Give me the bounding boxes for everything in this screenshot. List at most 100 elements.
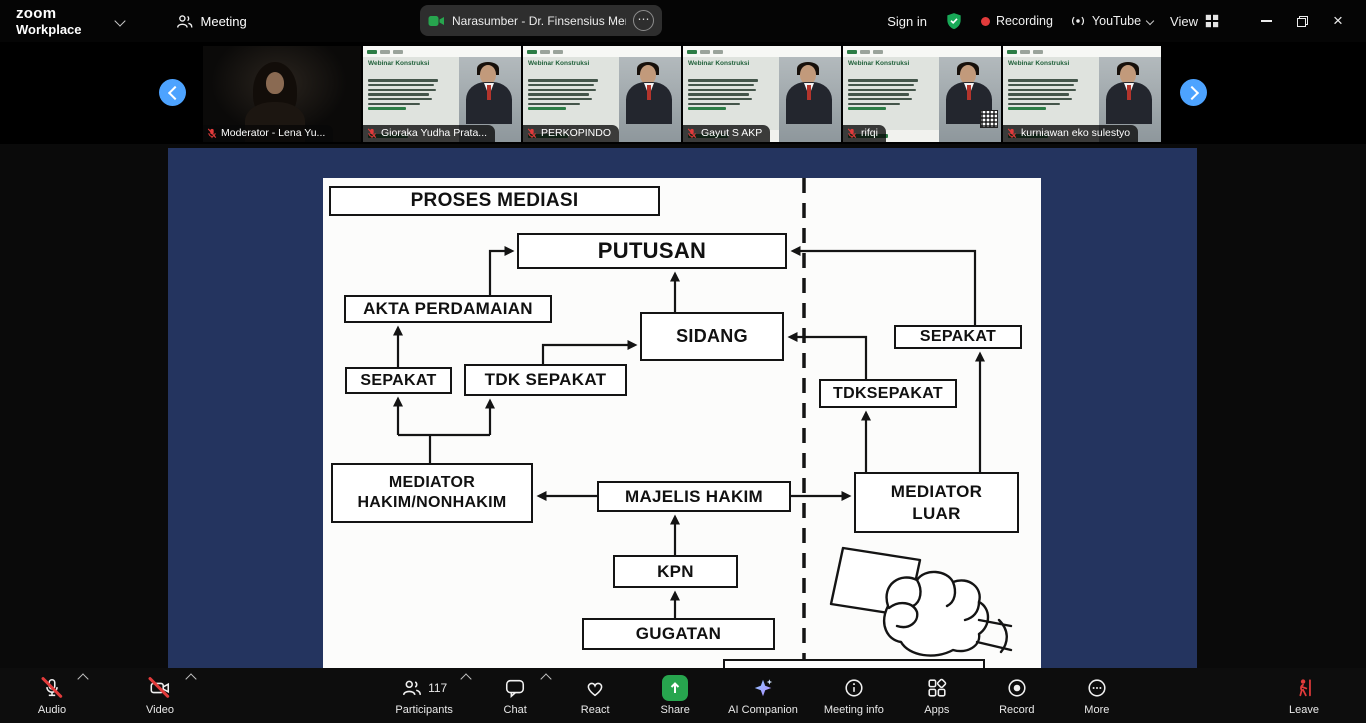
flowchart-box-putusan: PUTUSAN <box>517 233 787 269</box>
participant-nameplate: Gayut S AKP <box>683 125 771 142</box>
broadcast-icon <box>1071 16 1084 26</box>
chat-button[interactable]: Chat <box>479 668 552 723</box>
participant-name: Gioraka Yudha Prata... <box>381 127 488 140</box>
view-label: View <box>1170 13 1198 29</box>
meeting-toolbar: Audio Video <box>0 668 1366 723</box>
share-button[interactable]: Share <box>639 668 711 723</box>
youtube-label: YouTube <box>1091 14 1142 28</box>
layout-grid-icon <box>1205 14 1219 28</box>
leave-meeting-icon <box>1299 678 1311 696</box>
tab-active-meeting[interactable]: Narasumber - Dr. Finsensius Men ⋯ <box>420 5 662 36</box>
recording-label: Recording <box>995 14 1053 28</box>
participant-nameplate: Gioraka Yudha Prata... <box>363 125 496 142</box>
meeting-info-label: Meeting info <box>823 703 884 716</box>
ai-companion-button[interactable]: AI Companion <box>719 668 807 723</box>
record-label: Record <box>999 703 1035 716</box>
sign-in-link[interactable]: Sign in <box>887 13 927 29</box>
more-button[interactable]: More <box>1061 668 1133 723</box>
previous-participants-button[interactable] <box>159 79 186 106</box>
maximize-button[interactable] <box>1284 0 1320 42</box>
minimize-button[interactable] <box>1248 0 1284 42</box>
participant-tile[interactable]: Webinar Konstruksi Gayut S AKP <box>683 46 841 142</box>
video-button[interactable]: Video <box>124 668 197 723</box>
react-button[interactable]: React <box>559 668 631 723</box>
apps-button[interactable]: Apps <box>901 668 973 723</box>
record-icon <box>1008 678 1026 697</box>
participant-tile[interactable]: Moderator - Lena Yu... <box>203 46 361 142</box>
titlebar: zoom Workplace Meeting Narasumber - Dr. … <box>0 0 1366 42</box>
flowchart-box-sidang: SIDANG <box>640 312 784 361</box>
security-shield-icon[interactable] <box>944 11 964 31</box>
mic-muted-icon <box>527 128 537 139</box>
participant-tile[interactable]: Webinar Konstruksi PERKOPINDO <box>523 46 681 142</box>
flowchart-box-mediator-luar: MEDIATOR LUAR <box>854 472 1019 533</box>
recording-dot-icon <box>980 16 990 26</box>
apps-label: Apps <box>924 703 950 716</box>
flowchart-box-majelis-hakim: MAJELIS HAKIM <box>597 481 791 512</box>
leave-label: Leave <box>1289 703 1319 716</box>
apps-grid-icon <box>928 678 947 697</box>
poster-title: Webinar Konstruksi <box>688 60 750 67</box>
audio-button[interactable]: Audio <box>16 668 89 723</box>
ai-companion-label: AI Companion <box>728 703 798 716</box>
participant-nameplate: rifqi <box>843 125 886 142</box>
mediation-flowchart-page: PROSES MEDIASI PUTUSAN AKTA PERDAMAIAN S… <box>323 178 1041 668</box>
mic-muted-icon <box>367 128 377 139</box>
youtube-live-button[interactable]: YouTube <box>1070 13 1155 29</box>
participant-name: Moderator - Lena Yu... <box>221 127 326 140</box>
record-button[interactable]: Record <box>981 668 1053 723</box>
restore-icon <box>1296 15 1308 27</box>
shared-screen: PROSES MEDIASI PUTUSAN AKTA PERDAMAIAN S… <box>168 148 1197 668</box>
share-screen-icon <box>662 674 689 701</box>
tab-more-button[interactable]: ⋯ <box>633 10 654 31</box>
chat-icon <box>506 679 525 698</box>
camera-icon <box>148 675 172 700</box>
tab-meeting[interactable]: Meeting <box>166 0 257 42</box>
participants-icon <box>403 680 422 695</box>
flowchart-box-tdksepakat-right: TDKSEPAKAT <box>819 379 957 408</box>
minimize-icon <box>1260 20 1272 22</box>
meeting-info-button[interactable]: Meeting info <box>815 668 893 723</box>
active-tab-title: Narasumber - Dr. Finsensius Men <box>452 13 626 28</box>
poster-title: Webinar Konstruksi <box>528 60 590 67</box>
flowchart-box-kpn: KPN <box>613 555 738 588</box>
video-label: Video <box>146 703 174 716</box>
flowchart-box-sepakat-left: SEPAKAT <box>345 367 452 394</box>
qr-code <box>980 110 998 128</box>
heart-icon <box>587 682 603 696</box>
participant-name: Gayut S AKP <box>701 127 763 140</box>
participant-nameplate: PERKOPINDO <box>523 125 620 142</box>
flowchart-box-partial <box>723 659 985 668</box>
mic-muted-icon <box>687 128 697 139</box>
meeting-tab-label: Meeting <box>200 13 247 29</box>
video-options-caret[interactable] <box>185 673 197 685</box>
video-camera-icon <box>428 15 444 26</box>
close-button[interactable]: × <box>1320 0 1356 42</box>
share-label: Share <box>660 703 690 716</box>
view-button[interactable]: View <box>1170 14 1219 29</box>
stage: PROSES MEDIASI PUTUSAN AKTA PERDAMAIAN S… <box>0 144 1366 668</box>
chevron-right-icon <box>1184 85 1199 100</box>
workspace-caret-icon[interactable] <box>113 15 126 27</box>
participant-tile[interactable]: Webinar Konstruksi kurniawan eko sulesty… <box>1003 46 1161 142</box>
participants-label: Participants <box>395 703 453 716</box>
sparkle-icon <box>754 678 773 696</box>
participant-tile[interactable]: Webinar Konstruksi rifqi <box>843 46 1001 142</box>
next-participants-button[interactable] <box>1180 79 1207 106</box>
participants-button[interactable]: 117 Participants <box>377 668 472 723</box>
poster-title: Webinar Konstruksi <box>848 60 910 67</box>
audio-options-caret[interactable] <box>77 673 89 685</box>
participants-options-caret[interactable] <box>460 673 472 685</box>
workplace-logo-text: Workplace <box>16 22 82 37</box>
leave-button[interactable]: Leave <box>1268 668 1340 723</box>
ellipsis-icon: ⋯ <box>637 12 650 26</box>
flowchart-box-sepakat-right: SEPAKAT <box>894 325 1022 349</box>
chat-options-caret[interactable] <box>540 673 552 685</box>
participant-tile[interactable]: Webinar Konstruksi Gioraka Yudha Prata..… <box>363 46 521 142</box>
react-label: React <box>580 703 610 716</box>
webinar-poster: Webinar Konstruksi <box>1003 46 1161 142</box>
participant-nameplate: Moderator - Lena Yu... <box>203 125 334 142</box>
close-icon: × <box>1333 11 1343 30</box>
more-label: More <box>1084 703 1110 716</box>
